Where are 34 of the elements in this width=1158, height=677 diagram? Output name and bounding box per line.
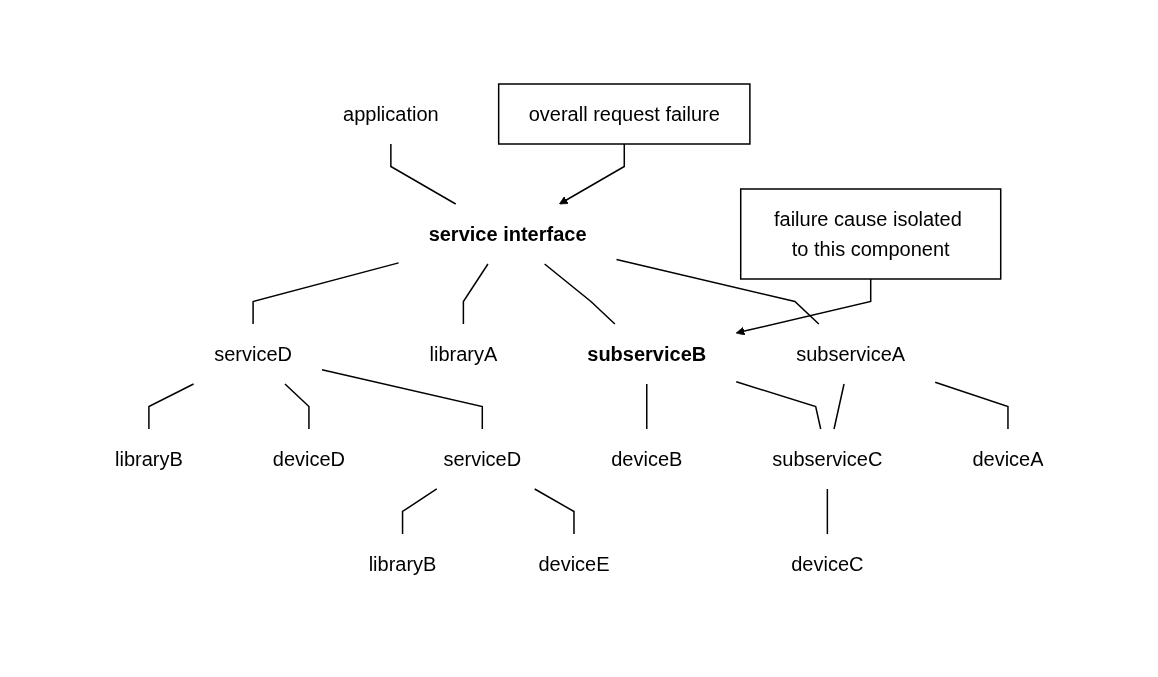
node-box: failure cause isolated to this component: [739, 187, 1002, 280]
node-text: deviceB: [610, 447, 683, 470]
connector: [147, 382, 195, 430]
connector: [401, 487, 438, 535]
connector: [934, 380, 1009, 430]
node-text: deviceA: [972, 447, 1044, 470]
node-text: application: [342, 102, 439, 125]
connector: [826, 487, 828, 535]
node-text: serviceD: [213, 342, 292, 365]
node-text: service interface: [428, 222, 587, 245]
arrow: [735, 277, 872, 335]
connector: [320, 368, 483, 430]
node-text: deviceD: [272, 447, 345, 470]
connector: [645, 382, 648, 430]
node-text: libraryB: [114, 447, 183, 470]
node-text: libraryB: [368, 552, 437, 575]
connector: [735, 380, 822, 430]
node-text: subserviceC: [772, 447, 883, 470]
arrow: [558, 142, 625, 204]
connector: [543, 262, 616, 325]
node-text: serviceD: [443, 447, 521, 470]
connector: [283, 382, 310, 430]
connector: [252, 261, 400, 325]
node-text: deviceE: [538, 552, 610, 575]
node-text: deviceC: [790, 552, 864, 575]
node-text: subserviceA: [795, 342, 905, 365]
connector: [833, 382, 845, 430]
node-text: subserviceB: [587, 342, 706, 365]
connector: [462, 262, 489, 325]
connector: [389, 142, 457, 205]
node-text: libraryA: [429, 342, 498, 365]
connector: [533, 487, 575, 535]
node-box: overall request failure: [497, 82, 751, 145]
connector: [615, 258, 820, 325]
